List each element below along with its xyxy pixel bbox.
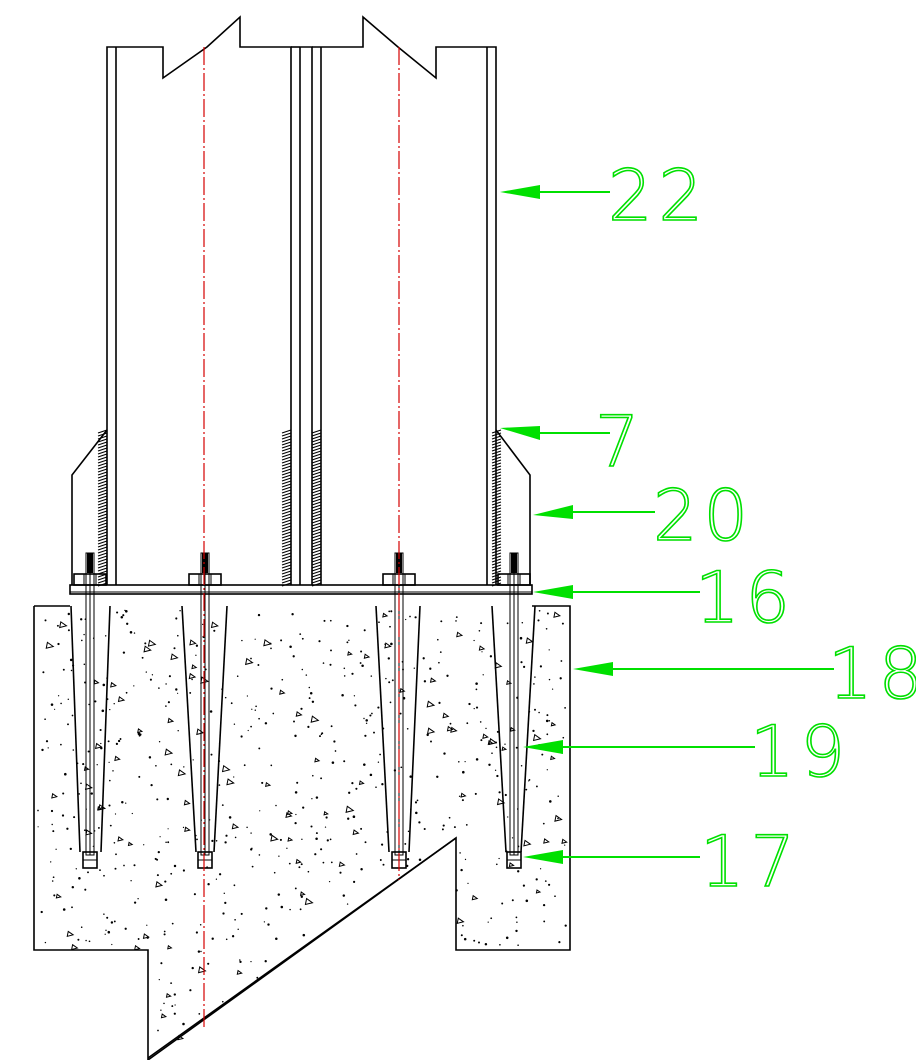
leader-19 xyxy=(523,740,755,754)
leader-17 xyxy=(523,850,700,864)
weld-strip-2 xyxy=(491,429,502,587)
weld-strip-4 xyxy=(311,429,322,587)
callout-label-7: 7 xyxy=(595,401,646,483)
concrete-foundation xyxy=(33,605,571,1060)
right-stiffener xyxy=(495,429,531,585)
leader-16 xyxy=(533,585,700,599)
column-left-outline xyxy=(106,15,292,585)
anchor-sleeve-3 xyxy=(375,605,390,853)
callout-label-20: 20 xyxy=(653,475,754,557)
weld-strip-1 xyxy=(97,429,108,587)
callout-label-18: 18 xyxy=(828,633,916,715)
callout-labels: 22 7 20 16 18 19 17 xyxy=(594,154,916,904)
left-stiffener xyxy=(71,429,108,585)
leader-18 xyxy=(573,662,834,676)
stiffener-plates xyxy=(71,429,531,585)
concrete-aggregate-pattern xyxy=(37,609,568,1041)
centerlines xyxy=(203,47,400,1028)
anchor-sleeve-2 xyxy=(181,605,197,853)
anchor-sleeves xyxy=(70,605,536,853)
anchor-bolts xyxy=(73,552,531,869)
anchor-bolt-1 xyxy=(73,552,107,869)
callout-label-16: 16 xyxy=(695,557,796,639)
callout-label-22: 22 xyxy=(608,155,709,237)
leader-22 xyxy=(500,185,610,199)
callout-label-19: 19 xyxy=(750,711,851,793)
weld-strip-3 xyxy=(281,429,292,587)
anchor-bolt-2 xyxy=(188,552,222,869)
anchor-sleeve-4 xyxy=(491,605,507,853)
leader-20 xyxy=(533,505,655,519)
steel-column xyxy=(106,15,497,585)
weld-hatching xyxy=(97,429,502,587)
column-right-outline xyxy=(300,46,313,585)
callout-label-17: 17 xyxy=(700,821,801,903)
base-plate xyxy=(69,584,533,595)
callout-leaders xyxy=(500,185,834,864)
anchor-sleeve-1 xyxy=(70,605,81,853)
anchor-bolt-4 xyxy=(497,552,531,869)
leader-7 xyxy=(500,426,610,440)
foundation-outline xyxy=(33,606,149,1060)
